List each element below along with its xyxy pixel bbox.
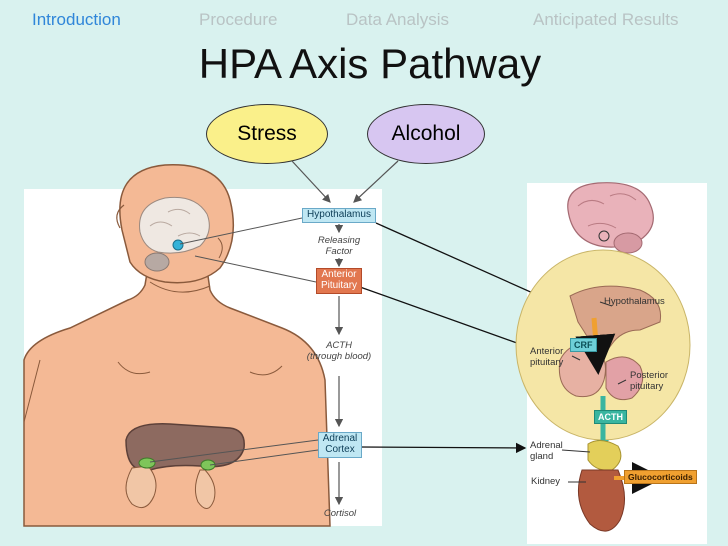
trigger-arrows [291,160,399,203]
flow-anterior-pituitary-box: Anterior Pituitary [316,268,362,294]
nav-bar: Introduction Procedure Data Analysis Ant… [0,10,728,36]
detail-adrenal-gland-label: Adrenal gland [530,440,563,462]
flow-adrenal-cortex-box: Adrenal Cortex [318,432,362,458]
detail-posterior-text: Posterior [630,370,669,381]
detail-gland-text: gland [530,451,554,462]
factor-text: Factor [325,246,353,257]
nav-data-analysis[interactable]: Data Analysis [346,10,449,29]
anterior-text: Anterior [321,269,357,280]
page-title: HPA Axis Pathway [198,40,542,87]
figure-leader-lines [149,217,319,466]
flow-releasing-factor-label: Releasing Factor [305,235,373,257]
detail-crf-tag: CRF [570,338,597,352]
adrenal-text: Adrenal [322,433,358,444]
flow-hypothalamus-label: Hypothalamus [307,209,371,220]
nav-procedure[interactable]: Procedure [199,10,278,29]
detail-anterior-pituitary-label: Anterior pituitary [530,346,563,368]
human-figure [23,164,331,527]
detail-acth-tag: ACTH [594,410,627,424]
detail-glucocorticoids-tag: Glucocorticoids [624,470,697,484]
flow-cortisol-label: Cortisol [323,508,357,519]
releasing-text: Releasing [317,235,361,246]
flow-acth-label: ACTH (through blood) [295,340,383,362]
detail-hypothalamus-label: Hypothalamus [604,296,665,307]
nav-anticipated-results[interactable]: Anticipated Results [533,10,679,29]
alcohol-oval: Alcohol [367,104,485,164]
flow-hypothalamus-box: Hypothalamus [302,208,376,223]
cortex-text: Cortex [325,444,355,455]
nav-introduction[interactable]: Introduction [32,10,121,29]
detail-posterior-pituitary-label: Posterior pituitary [630,370,668,392]
detail-adrenal-text: Adrenal [530,440,563,451]
detail-pituitary-text: pituitary [530,357,564,368]
detail-posterior-pituitary-text: pituitary [630,381,664,392]
detail-anterior-text: Anterior [530,346,564,357]
brain-detail-artwork [515,182,691,532]
detail-kidney-label: Kidney [531,476,561,487]
pituitary-text: Pituitary [320,280,358,291]
stress-oval: Stress [206,104,328,164]
through-blood-text: (through blood) [306,351,372,362]
acth-text: ACTH [326,340,352,351]
